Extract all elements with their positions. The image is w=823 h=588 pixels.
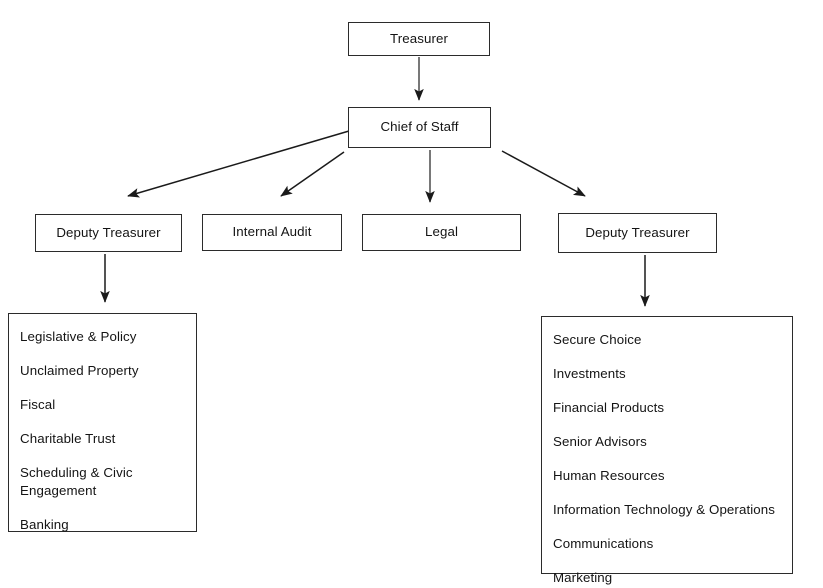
list-item: Human Resources [553,467,665,483]
node-treasurer-label: Treasurer [389,30,449,46]
node-treasurer[interactable]: Treasurer [348,22,490,56]
node-chief-of-staff[interactable]: Chief of Staff [348,107,491,148]
node-internal-audit[interactable]: Internal Audit [202,214,342,251]
node-deputy-treasurer-right[interactable]: Deputy Treasurer [558,213,717,253]
list-item: Investments [553,365,626,381]
list-item: Fiscal [20,396,56,412]
node-chief-of-staff-label: Chief of Staff [380,119,459,135]
list-item: Senior Advisors [553,433,647,449]
list-item: Communications [553,535,654,551]
list-item: Charitable Trust [20,430,116,446]
list-item: Banking [20,516,69,532]
node-deputy-treasurer-left-label: Deputy Treasurer [56,224,161,240]
node-internal-audit-label: Internal Audit [232,224,312,240]
list-item: Secure Choice [553,332,642,347]
list-item: Marketing [553,569,613,585]
list-item: Scheduling & Civic Engagement [20,464,133,498]
node-legal[interactable]: Legal [362,214,521,251]
node-deputy-treasurer-right-label: Deputy Treasurer [585,224,690,240]
node-legal-label: Legal [424,224,459,240]
list-item: Legislative & Policy [20,329,137,344]
list-item: Information Technology & Operations [553,501,776,517]
connector-chief-of-staff-to-deputy-right [501,150,586,197]
list-item: Financial Products [553,399,665,415]
node-deputy-treasurer-left[interactable]: Deputy Treasurer [35,214,182,252]
list-item: Unclaimed Property [20,362,139,378]
connector-chief-of-staff-to-internal-audit [280,151,345,197]
connector-chief-of-staff-to-deputy-left [127,130,350,198]
